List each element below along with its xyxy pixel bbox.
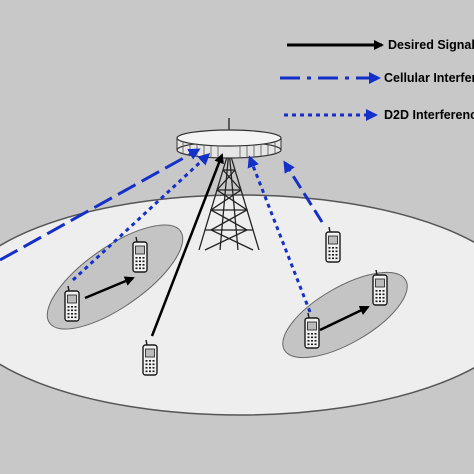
mobile-phone-icon [372, 269, 388, 306]
base-station-tower-icon [198, 118, 260, 251]
d2d-interference-arrow-left [71, 152, 211, 282]
desired-signal-arrow-uplink [150, 153, 224, 337]
d2d-pair-zone-left [46, 224, 184, 330]
legend-desired-signal-label: Desired Signal [388, 38, 474, 52]
legend-d2d-interference-label: D2D Interference [384, 108, 474, 122]
mobile-phone-icon [132, 236, 148, 273]
base-station-antenna-ring [176, 129, 282, 159]
mobile-phone-icon [142, 339, 158, 376]
mobile-phone-icon [304, 312, 320, 349]
cellular-interference-arrow-right [283, 160, 324, 223]
d2d-interference-arrow-right [247, 155, 312, 313]
desired-signal-arrow-d2d-left [84, 276, 135, 300]
cellular-interference-arrow-left [0, 148, 201, 262]
mobile-phone-icon [325, 226, 341, 263]
desired-signal-arrow-d2d-right [319, 305, 370, 332]
legend-cellular-interference-label: Cellular Interference [384, 71, 474, 85]
mobile-phone-icon [64, 285, 80, 322]
legend: Desired Signal Cellular Interference D2D… [280, 38, 474, 122]
